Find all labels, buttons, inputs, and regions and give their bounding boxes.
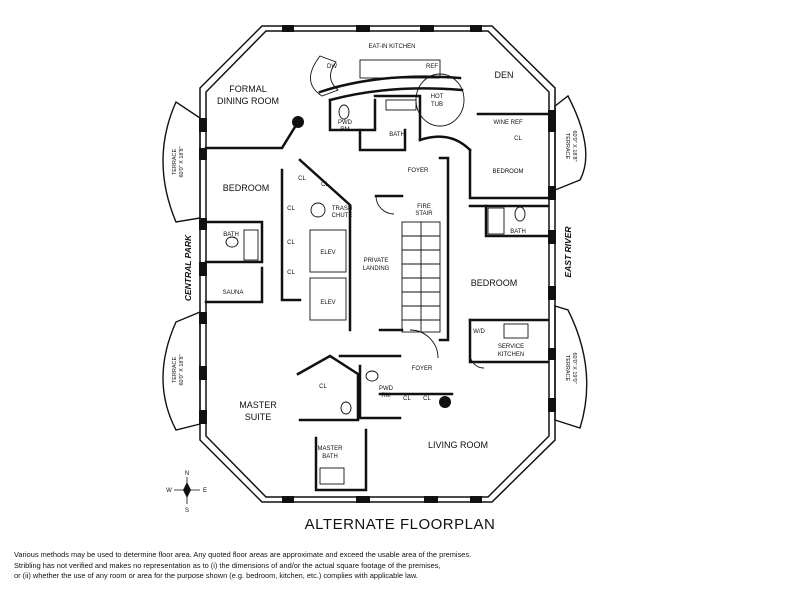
column-dot-dining [292, 116, 304, 128]
label-cl-2: CL [321, 182, 329, 188]
label-elev-2: ELEV [320, 300, 335, 306]
label-living-room: LIVING ROOM [428, 440, 488, 450]
label-eat-in-kitchen: EAT-IN KITCHEN [369, 44, 416, 50]
label-private-landing-2: LANDING [363, 266, 390, 272]
label-master-suite-1: MASTER [239, 400, 277, 410]
street-labels: CENTRAL PARK EAST RIVER [183, 226, 573, 302]
label-cl-8: CL [319, 384, 327, 390]
label-service-kitchen-2: KITCHEN [498, 352, 524, 358]
label-pwd-rm-top-2: RM [340, 127, 349, 133]
label-master-bath-2: BATH [322, 454, 338, 460]
compass-e: E [203, 488, 207, 494]
label-hot-tub-1: HOT [431, 94, 444, 100]
label-pwd-rm-top-1: PWD [338, 120, 353, 126]
label-ref: REF [426, 64, 438, 70]
street-central-park: CENTRAL PARK [183, 234, 193, 301]
label-hot-tub-2: TUB [431, 102, 443, 108]
terrace-east-bottom-label-2: 60'0" X 19'0" [571, 352, 577, 383]
label-bath-west: BATH [223, 232, 239, 238]
label-wd: W/D [473, 329, 485, 335]
label-cl-6: CL [403, 396, 411, 402]
label-bedroom-west: BEDROOM [223, 183, 270, 193]
terrace-east-bottom-label-1: TERRACE [564, 355, 570, 382]
terrace-east-top [554, 94, 587, 192]
label-pwd-rm-bottom-1: PWD [379, 386, 394, 392]
interior-walls [204, 75, 550, 492]
label-bedroom-east: BEDROOM [471, 278, 518, 288]
exterior-walls [199, 25, 556, 503]
compass-s: S [185, 508, 189, 514]
compass-n: N [185, 471, 189, 477]
label-cl-5: CL [287, 270, 295, 276]
label-cl-den: CL [514, 136, 522, 142]
label-pwd-rm-bottom-2: RM [381, 393, 390, 399]
terrace-west-bottom-label-1: TERRACE [172, 357, 178, 384]
label-cl-3: CL [287, 206, 295, 212]
plan-title: ALTERNATE FLOORPLAN [304, 516, 496, 533]
label-cl-4: CL [287, 240, 295, 246]
terrace-west-top [162, 100, 201, 223]
label-trash-chute-2: CHUTE [332, 213, 353, 219]
label-wine-ref: WINE REF [493, 120, 523, 126]
label-foyer-bottom: FOYER [412, 366, 433, 372]
label-private-landing-1: PRIVATE [364, 258, 389, 264]
label-dw: DW [327, 64, 337, 70]
street-east-river: EAST RIVER [563, 226, 573, 278]
label-formal-dining-2: DINING ROOM [217, 96, 279, 106]
column-dot-foyer [439, 396, 451, 408]
terraces [162, 94, 588, 431]
label-master-bath-1: MASTER [317, 446, 343, 452]
doors [375, 195, 485, 369]
label-bath-top: BATH [389, 132, 405, 138]
disclaimer-line-1: Various methods may be used to determine… [14, 550, 472, 559]
compass-w: W [166, 488, 172, 494]
label-formal-dining-1: FORMAL [229, 84, 267, 94]
label-sauna: SAUNA [223, 290, 244, 296]
compass-arrow-icon [183, 482, 191, 498]
label-elev-1: ELEV [320, 250, 335, 256]
disclaimer-line-2: Stribling has not verified and makes no … [14, 560, 441, 570]
terrace-east-top-label-2: 60'0" X 18'8" [571, 130, 577, 161]
terrace-west-bottom [162, 310, 201, 431]
label-fire-stair-1: FIRE [417, 204, 431, 210]
compass: N S E W [166, 471, 207, 514]
label-trash-chute-1: TRASH [332, 206, 352, 212]
terrace-west-top-label-1: TERRACE [172, 149, 178, 176]
disclaimer: Various methods may be used to determine… [14, 550, 794, 582]
label-bath-east: BATH [510, 229, 526, 235]
label-cl-1: CL [298, 176, 306, 182]
label-cl-7: CL [423, 396, 431, 402]
terrace-west-top-label-2: 60'0" X 18'8" [179, 146, 185, 177]
terrace-east-top-label-1: TERRACE [564, 133, 570, 160]
label-bedroom-ne: BEDROOM [492, 169, 523, 175]
label-fire-stair-2: STAIR [415, 211, 433, 217]
label-service-kitchen-1: SERVICE [498, 344, 524, 350]
terrace-east-bottom [554, 305, 588, 429]
terrace-west-bottom-label-2: 60'0" X 18'8" [179, 354, 185, 385]
label-foyer-top: FOYER [408, 168, 429, 174]
label-master-suite-2: SUITE [245, 412, 272, 422]
room-labels: FORMAL DINING ROOM EAT-IN KITCHEN DW REF… [217, 44, 526, 460]
fixtures [225, 55, 529, 485]
terrace-labels: TERRACE 60'0" X 18'8" TERRACE 60'0" X 18… [172, 130, 577, 385]
columns [199, 25, 556, 503]
disclaimer-line-3: or (ii) whether the use of any room or a… [14, 571, 418, 580]
label-den: DEN [494, 70, 513, 80]
